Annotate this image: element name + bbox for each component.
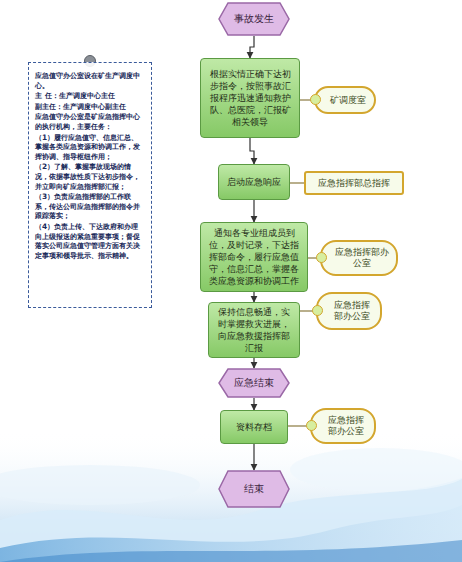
node-text: 副主任：生产调度中心副主任 [35,102,145,112]
flow-arrow [250,36,254,58]
node-text: （3）负责应急指挥部的工作联系，传达公司应急指挥部的指令并跟踪落实； [35,192,145,221]
role-callout: 应急指挥部办公室 [320,240,398,276]
flow-arrow [253,398,254,410]
start-hexagon: 事故发生 [218,2,290,36]
end-hexagon: 结束 [218,470,290,508]
flow-arrow [253,200,254,222]
node-text: 应急指挥部办公室 [324,415,368,437]
node-text: 应急指挥部办公室 [330,300,374,322]
node-text: 启动应急响应 [227,176,281,188]
flow-arrow [253,358,254,368]
hexagon-shape [219,369,289,397]
cloud [0,540,462,562]
node-text: 事故发生 [234,13,274,25]
node-text: 资料存档 [236,421,272,433]
hexagon-shape [219,3,289,35]
node-text: 结束 [244,483,264,495]
process-box: 通知各专业组成员到位，及时记录，下达指挥部命令，履行应急值守，信息汇总，掌握各类… [200,222,308,292]
node-text: （1）履行应急值守、信息汇总、掌握各类应急资源和协调工作，发挥协调、指导枢纽作用… [35,133,145,162]
cloud [0,465,200,505]
note-panel: 应急值守办公室设在矿生产调度中心。主 任：生产调度中心主任副主任：生产调度中心副… [28,62,152,308]
node-text: 应急结束 [234,377,274,389]
process-box: 资料存档 [220,410,288,444]
role-callout: 应急指挥部总指挥 [304,171,404,195]
hexagon-shape [219,471,289,507]
node-text: 应急指挥部办公室 [334,247,390,269]
node-text: 保持信息畅通，实时掌握救灾进展，向应急救援指挥部汇报 [214,306,294,354]
role-callout: 应急指挥部办公室 [310,408,376,444]
cloud [290,448,462,492]
node-text: 应急值守办公室是矿应急指挥中心的执行机构，主要任务： [35,112,145,131]
process-box: 保持信息畅通，实时掌握救灾进展，向应急救援指挥部汇报 [208,302,300,358]
flow-arrow [253,444,254,470]
flow-arrow [250,138,254,164]
role-callout: 矿调度室 [314,86,376,114]
node-text: （2）了解、掌握事故现场的情况，依据事故性质下达初步指令，并立即向矿应急指挥部汇… [35,162,145,191]
node-text: 应急指挥部总指挥 [318,178,390,189]
node-text: 矿调度室 [330,95,366,106]
state-hexagon: 应急结束 [218,368,290,398]
role-callout: 应急指挥部办公室 [316,292,382,330]
process-box: 根据实情正确下达初步指令，按照事故汇报程序迅速通知救护队、总医院，汇报矿相关领导 [200,58,300,138]
node-text: （4）负责上传、下达政府和办理向上级报送的紧急重要事项；督促落实公司应急值守管理… [35,222,145,260]
process-box: 启动应急响应 [218,164,290,200]
flow-arrow [253,292,254,302]
node-text: 主 任：生产调度中心主任 [35,91,145,101]
cloud [0,505,462,562]
node-text: 通知各专业组成员到位，及时记录，下达指挥部命令，履行应急值守，信息汇总，掌握各类… [206,227,302,287]
callout-link [290,182,304,183]
node-text: 根据实情正确下达初步指令，按照事故汇报程序迅速通知救护队、总医院，汇报矿相关领导 [206,68,294,128]
node-text: 应急值守办公室设在矿生产调度中心。 [35,71,145,90]
